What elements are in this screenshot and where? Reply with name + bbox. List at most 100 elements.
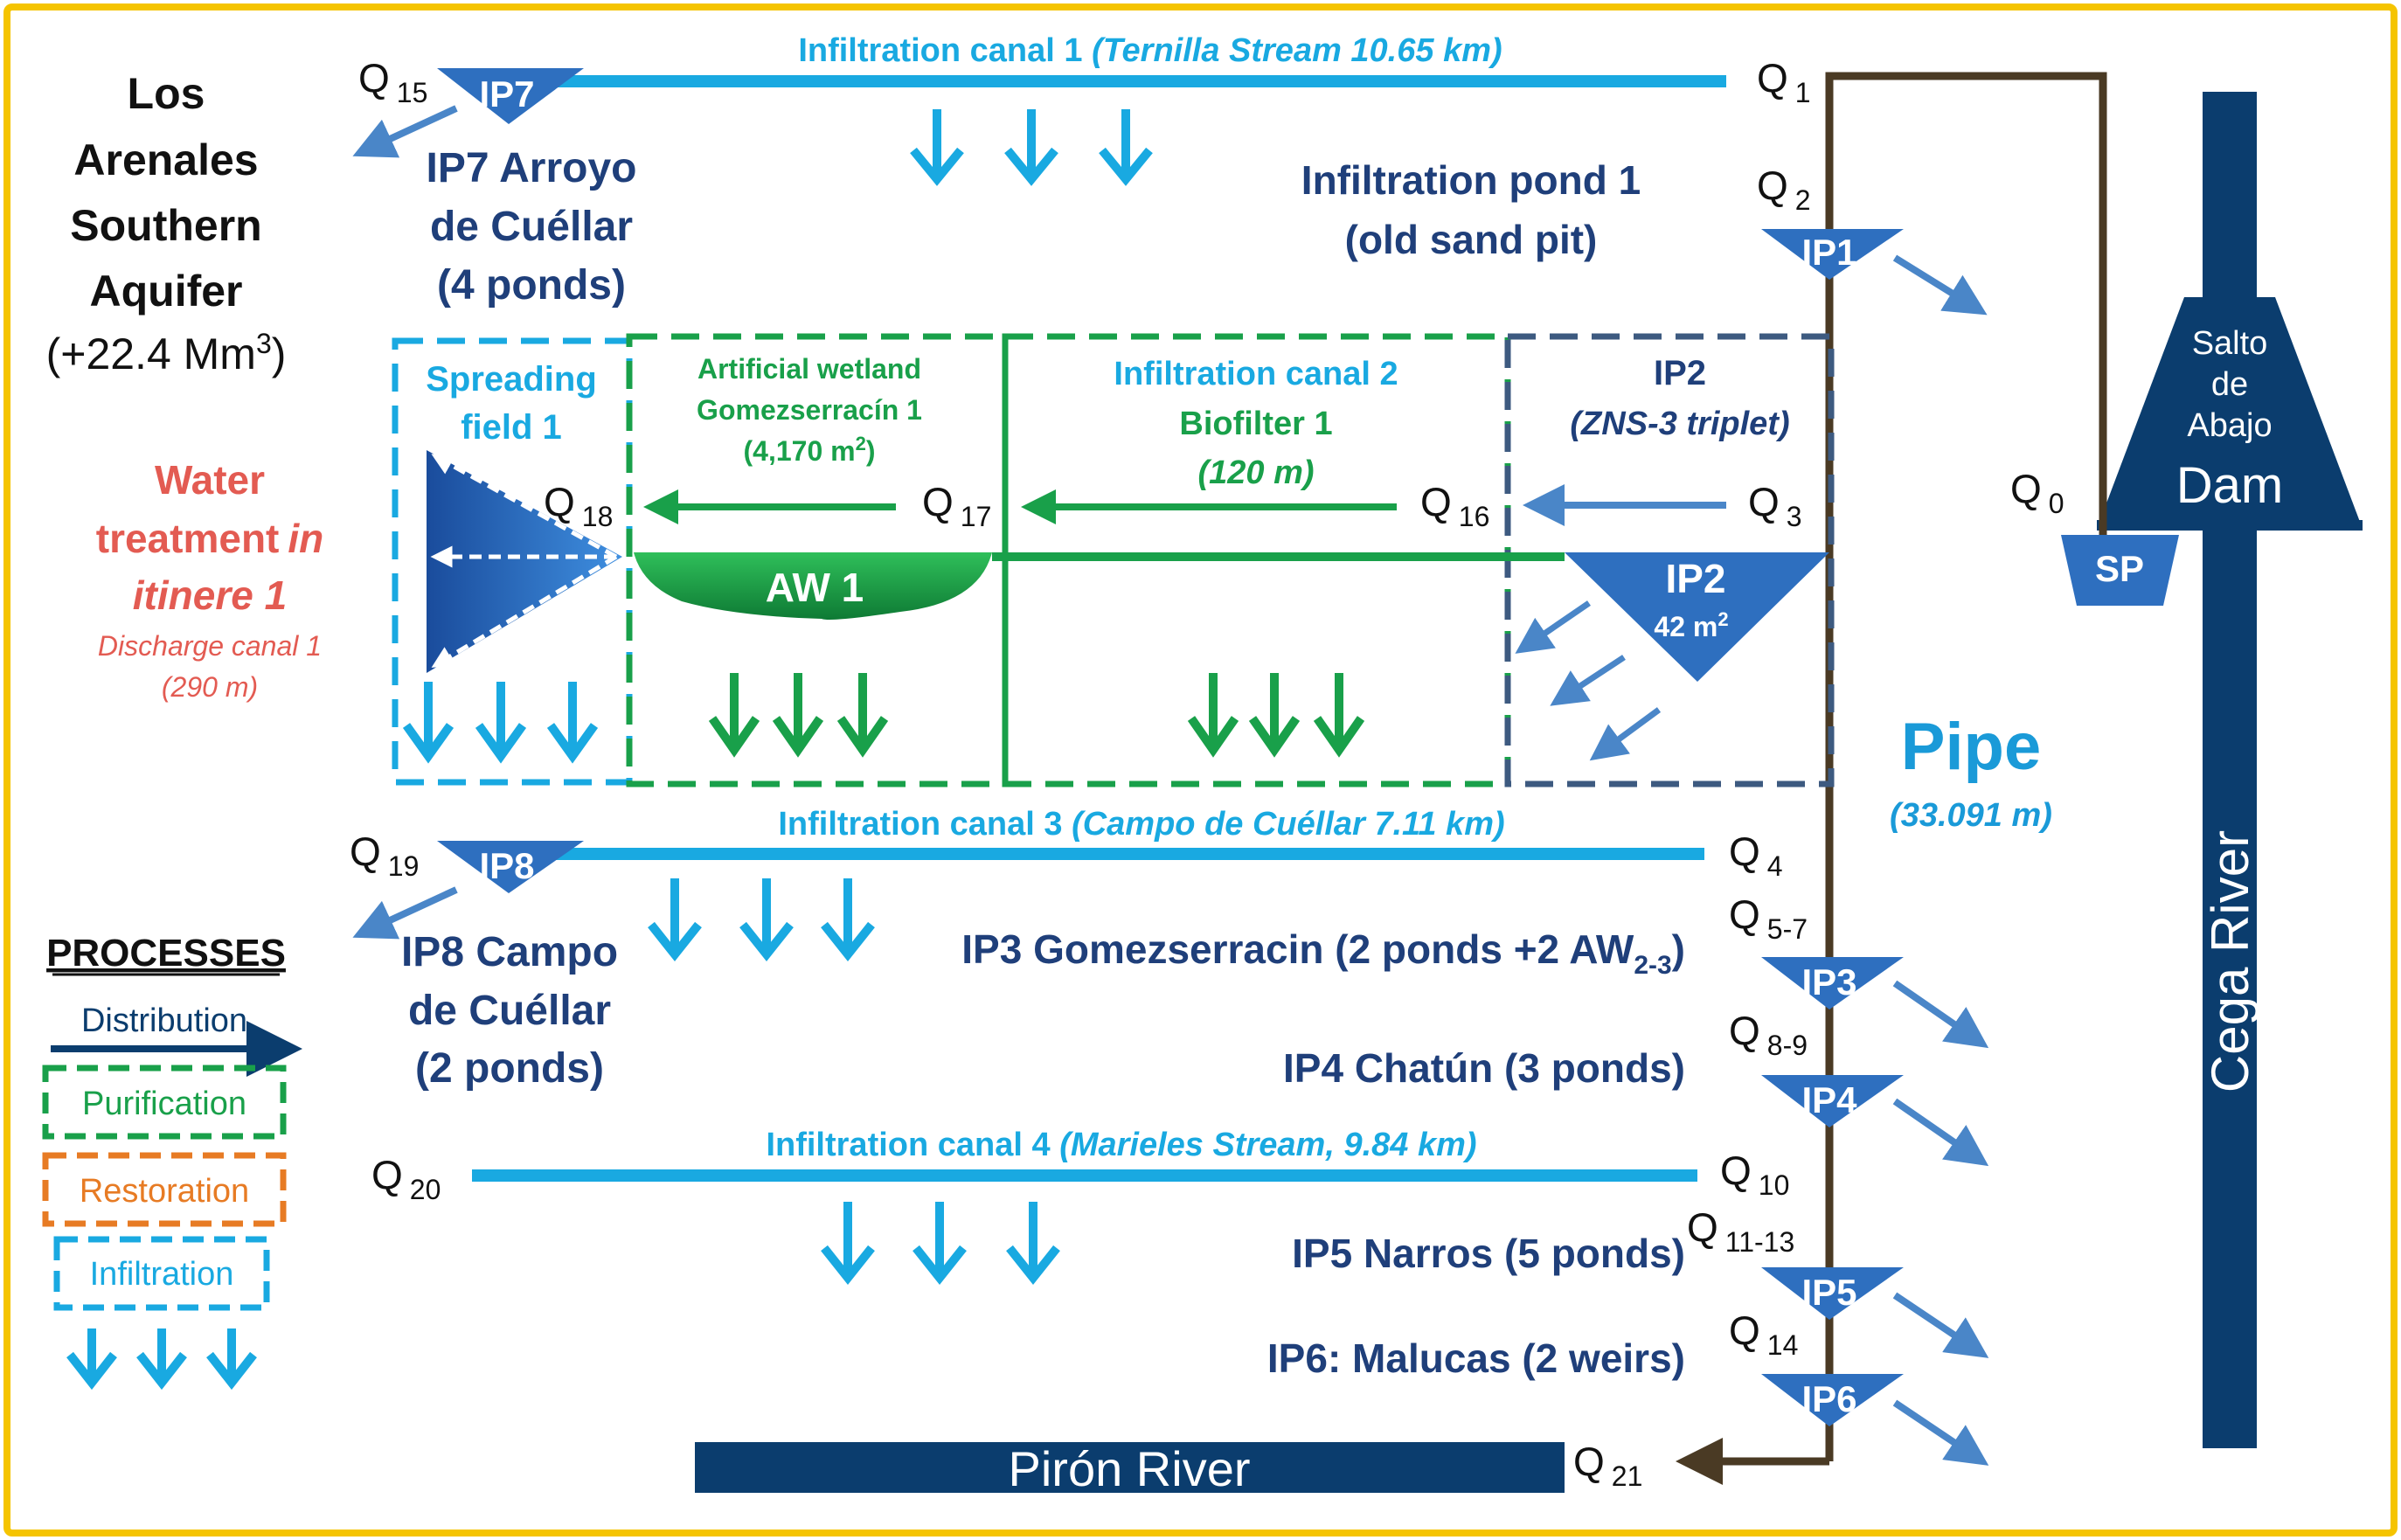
discharge-canal-line1: Discharge canal 1 [98,630,322,662]
ip2-infiltration-arrows [1515,600,1662,761]
ip6-pond [1761,1374,1904,1426]
ip8-label-line1: IP8 Campo [401,929,618,975]
aquifer-volume: (+22.4 Mm3) [46,328,287,378]
spreading-field-triangle [427,450,622,673]
infiltration-arrow [1187,673,1239,758]
canal2-label-line1: Infiltration canal 2 [1114,356,1398,392]
ip3-tag: IP3 [1801,961,1856,1002]
canal4-label: Infiltration canal 4 (Marieles Stream, 9… [766,1127,1476,1163]
pipe-length: (33.091 m) [1890,797,2052,834]
wetland-label-line2: Gomezserracín 1 [697,394,922,426]
aquifer-title-line4: Aquifer [90,267,243,316]
ip8-pond [437,841,584,893]
dam-label-line3: Abajo [2187,407,2272,444]
infiltration-arrow [648,878,702,962]
ip8-tag: IP8 [479,845,534,886]
cega-river-bar [2203,92,2257,1448]
aw1-basin [634,552,992,620]
pipe-label: Pipe [1901,710,2042,784]
discharge-canal-line2: (290 m) [162,671,258,703]
legend-restoration-box [42,1152,287,1227]
ip1-outflow-arrow [1892,254,1988,316]
spreading-infiltration-arrows [402,682,599,764]
pond1-label-line2: (old sand pit) [1345,217,1598,262]
frame-border [3,3,2398,1537]
ip4-outflow-arrow [1892,1098,1989,1167]
ip7-label-line2: de Cuéllar [430,204,633,250]
ip5-tag: IP5 [1801,1272,1856,1313]
legend-purification-label: Purification [82,1086,246,1122]
ip1-tag: IP1 [1801,232,1856,273]
legend-infiltration-arrows [66,1328,257,1391]
canal1-infiltration-arrows [910,109,1153,186]
infiltration-arrow [402,682,455,764]
dam-label-line2: de [2211,366,2248,403]
ip7-outflow-arrow [352,105,458,158]
legend-restoration-label: Restoration [80,1173,249,1210]
ip6-tag: IP6 [1801,1378,1856,1419]
ip8-label-line3: (2 ponds) [415,1045,604,1092]
cega-river-label: Cega River [2201,830,2259,1093]
pond1-label-line1: Infiltration pond 1 [1301,157,1641,203]
legend-purification-box [42,1065,287,1140]
infiltration-arrow [836,673,889,758]
ip5-label: IP5 Narros (5 ponds) [1292,1231,1685,1276]
infiltration-arrow [1248,673,1301,758]
ip1-pond [1761,229,1904,280]
ip4-label: IP4 Chatún (3 ponds) [1283,1045,1685,1091]
ip2-pond [1565,552,1829,682]
infiltration-arrow [1004,109,1058,186]
biofilter-infiltration-arrows [1187,673,1365,758]
infiltration-arrow [475,682,527,764]
ip7-tag: IP7 [479,73,534,114]
infiltration-arrow [910,109,964,186]
ip8-outflow-arrow [352,886,458,940]
dam-base [2097,520,2363,531]
aw1-label: AW 1 [766,565,864,610]
ip7-label-line3: (4 ponds) [437,262,626,309]
dam-label-line4: Dam [2176,457,2283,514]
infiltration-arrow [206,1328,257,1391]
ip4-tag: IP4 [1801,1079,1857,1120]
sp-label: SP [2095,548,2144,589]
ip3-outflow-arrow [1892,980,1989,1049]
ip3-pond [1761,957,1904,1009]
ip7-label-line1: IP7 Arroyo [427,145,637,191]
wetland-label-line3: (4,170 m2) [744,433,876,467]
dam-label-line1: Salto [2192,325,2268,362]
piron-river-bar [695,1442,1565,1493]
infiltration-arrow [1099,109,1153,186]
ip4-pond [1761,1075,1904,1127]
infiltration-arrow [708,673,760,758]
ip6-label: IP6: Malucas (2 weirs) [1267,1335,1685,1381]
ip2box-label-line2: (ZNS-3 triplet) [1570,406,1789,442]
canal2-label-line3: (120 m) [1197,454,1314,491]
legend-infiltration-label: Infiltration [90,1256,234,1293]
spreading-label-line1: Spreading [426,360,597,399]
ip2box-label-line1: IP2 [1654,354,1706,392]
infiltration-arrow [1006,1202,1060,1286]
canal4-infiltration-arrows [821,1202,1060,1286]
wetland-label-line1: Artificial wetland [697,353,921,385]
infiltration-arrow [772,673,824,758]
ip3-label: IP3 Gomezserracin (2 ponds +2 AW2-3) [961,926,1685,980]
canal3-label: Infiltration canal 3 (Campo de Cuéllar 7… [778,806,1504,843]
ip2-tag: IP2 [1665,556,1725,601]
spreading-label-line2: field 1 [461,408,562,447]
